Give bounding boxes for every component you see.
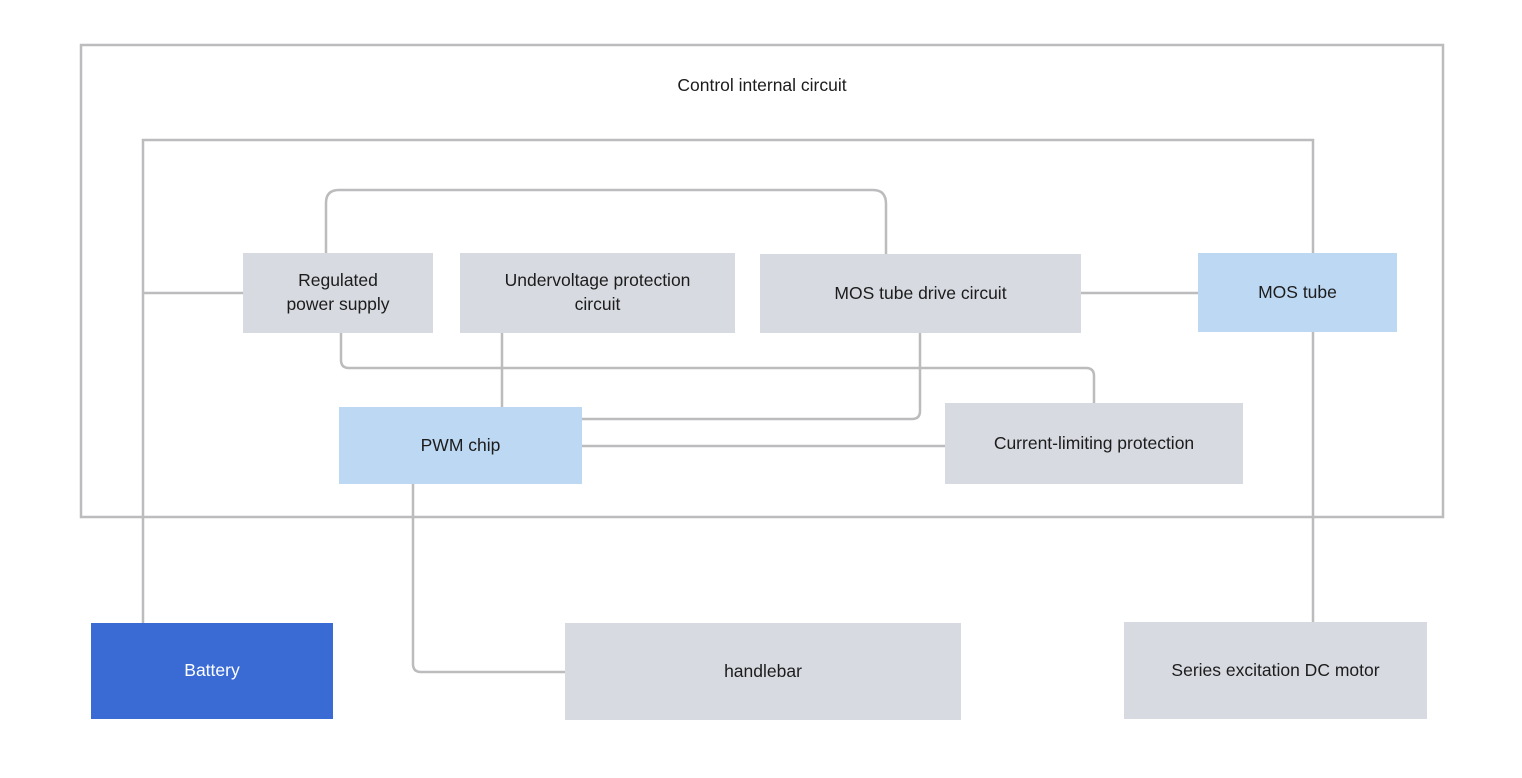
connector-bus-battery-to-motor: [141, 138, 1315, 623]
node-mos-tube: MOS tube: [1198, 253, 1397, 332]
connector-pwm-to-handlebar: [411, 484, 565, 674]
node-pwm-chip-label: PWM chip: [420, 434, 501, 455]
node-regulated-power-supply-label: Regulated power supply: [286, 270, 390, 314]
node-current-limiting-protection: Current-limiting protection: [945, 403, 1243, 484]
node-handlebar-label: handlebar: [724, 660, 802, 681]
node-undervoltage-protection-circuit: Undervoltage protection circuit: [460, 253, 735, 333]
node-pwm-chip: PWM chip: [339, 407, 582, 484]
node-undervoltage-protection-circuit-label: Undervoltage protection circuit: [504, 270, 691, 314]
node-mos-tube-label: MOS tube: [1258, 281, 1337, 302]
node-battery: Battery: [91, 623, 333, 719]
connector-regulated-to-mos-drive: [324, 188, 888, 254]
control-internal-circuit-border: [79, 43, 1445, 519]
node-series-excitation-dc-motor: Series excitation DC motor: [1124, 622, 1427, 719]
node-battery-label: Battery: [184, 660, 240, 681]
diagram-title: Control internal circuit: [677, 75, 847, 95]
node-handlebar: handlebar: [565, 623, 961, 720]
node-mos-tube-drive-circuit: MOS tube drive circuit: [760, 254, 1081, 333]
node-current-limiting-protection-label: Current-limiting protection: [993, 432, 1195, 453]
connector-mos-drive-to-pwm: [582, 333, 922, 421]
node-mos-tube-drive-circuit-label: MOS tube drive circuit: [834, 282, 1007, 303]
connector-regulated-to-current-limit: [339, 333, 1096, 403]
node-regulated-power-supply: Regulated power supply: [243, 253, 433, 333]
node-series-excitation-dc-motor-label: Series excitation DC motor: [1171, 659, 1380, 680]
